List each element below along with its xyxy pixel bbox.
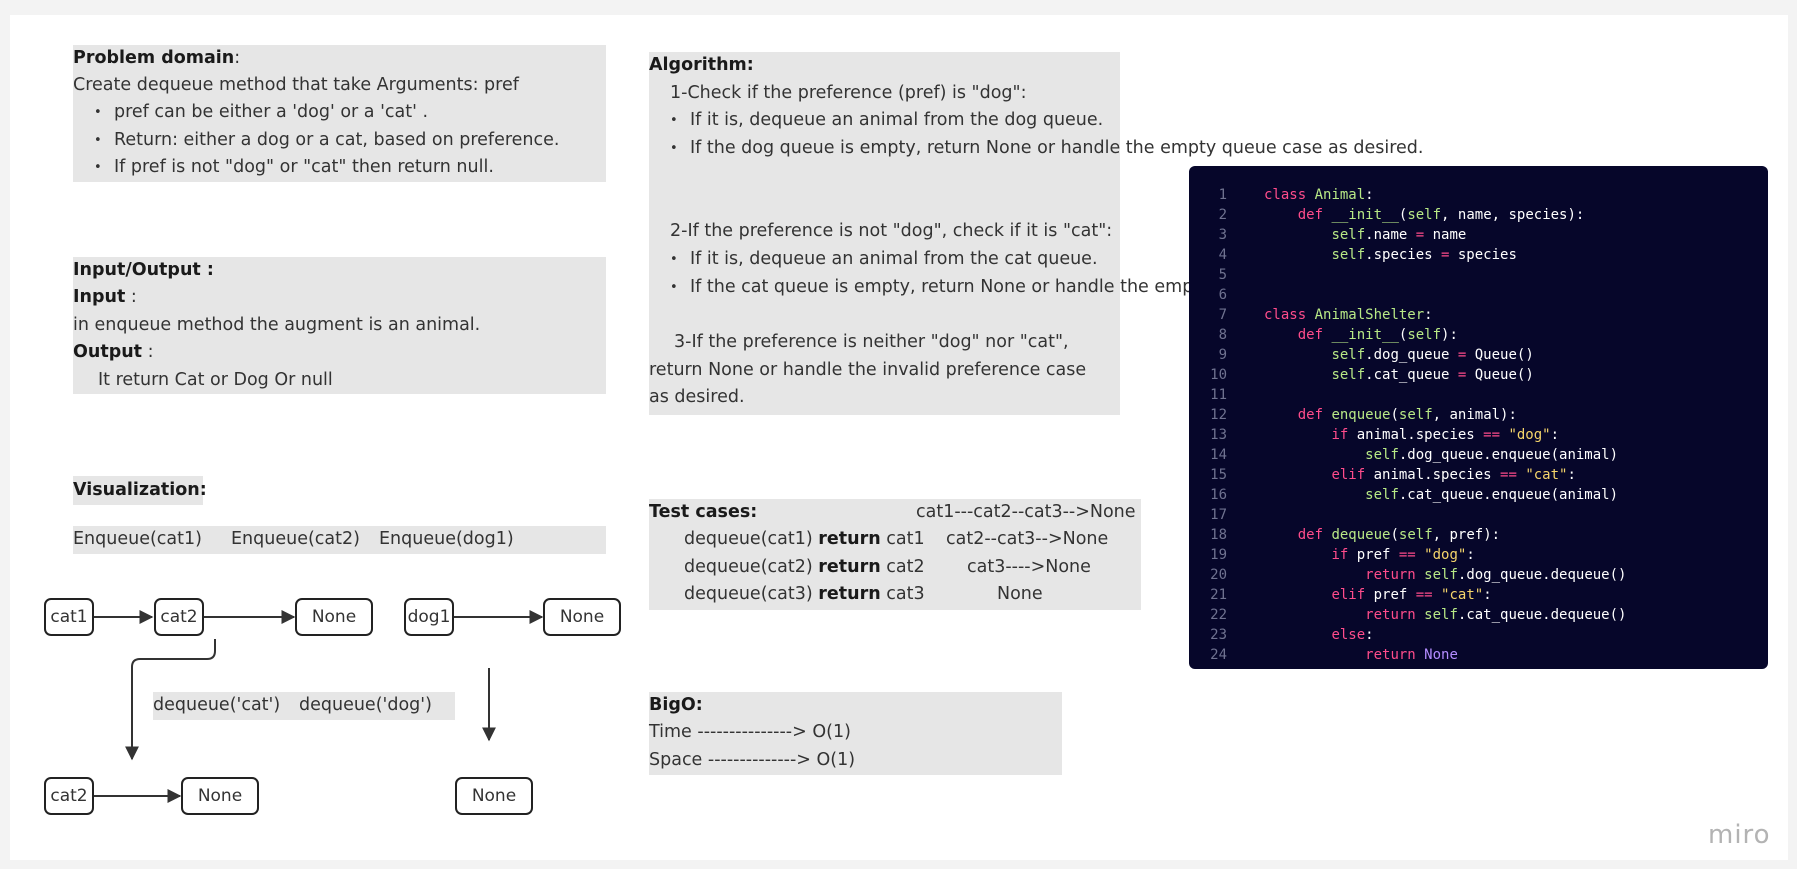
node-dog1: dog1 <box>404 598 454 636</box>
node-none-dog-queue: None <box>543 598 621 636</box>
problem-domain-panel: Problem domain: Create dequeue method th… <box>73 45 606 182</box>
dequeue-label-cat: dequeue('cat') <box>153 695 281 715</box>
test-case-row: dequeue(cat3) return cat3 <box>684 584 925 604</box>
list-item: If pref is not "dog" or "cat" then retur… <box>73 154 559 182</box>
test-cases-initial-state: cat1---cat2--cat3-->None <box>916 502 1136 522</box>
test-case-row: dequeue(cat2) return cat2 <box>684 557 925 577</box>
input-output-panel: Input/Output : Input : in enqueue method… <box>73 257 606 394</box>
diagram-arrows <box>94 610 544 803</box>
test-cases-heading: Test cases: <box>649 502 758 522</box>
problem-domain-intro: Create dequeue method that take Argument… <box>73 75 519 95</box>
node-cat2-after-dequeue: cat2 <box>44 777 94 815</box>
list-item: pref can be either a 'dog' or a 'cat' . <box>73 99 559 127</box>
bigo-heading: BigO: <box>649 695 703 715</box>
list-item: If the dog queue is empty, return None o… <box>649 135 1423 163</box>
bigo-panel: BigO: Time ---------------> O(1) Space -… <box>649 692 1062 775</box>
node-cat2: cat2 <box>154 598 204 636</box>
algorithm-step-2: 2-If the preference is not "dog", check … <box>670 221 1113 241</box>
test-case-state: None <box>997 584 1043 604</box>
enqueue-panel: Enqueue(cat1) Enqueue(cat2) Enqueue(dog1… <box>73 526 606 554</box>
visualization-heading-panel: Visualization: <box>73 476 207 505</box>
node-none-after-dog-dequeue: None <box>455 777 533 815</box>
enqueue-label-dog1: Enqueue(dog1) <box>379 529 514 549</box>
algorithm-step-3: 3-If the preference is neither "dog" nor… <box>649 332 1087 407</box>
node-cat1: cat1 <box>44 598 94 636</box>
bigo-time: Time ---------------> O(1) <box>649 722 851 742</box>
node-none-after-cat-dequeue: None <box>181 777 259 815</box>
input-label: Input <box>73 287 126 307</box>
node-none-cat-queue: None <box>295 598 373 636</box>
enqueue-label-cat1: Enqueue(cat1) <box>73 529 202 549</box>
bigo-space: Space --------------> O(1) <box>649 750 856 770</box>
test-case-state: cat3---->None <box>967 557 1091 577</box>
arrow-dequeue-cat <box>125 639 216 761</box>
algorithm-step-1-bullets: If it is, dequeue an animal from the dog… <box>649 107 1423 163</box>
list-item: If it is, dequeue an animal from the cat… <box>649 246 1119 274</box>
test-case-state: cat2--cat3-->None <box>946 529 1109 549</box>
input-text: in enqueue method the augment is an anim… <box>73 315 481 335</box>
dequeue-label-dog: dequeue('dog') <box>299 695 432 715</box>
output-text: It return Cat or Dog Or null <box>98 370 333 390</box>
list-item: If it is, dequeue an animal from the dog… <box>649 107 1119 135</box>
list-item: If the cat queue is empty, return None o… <box>649 274 1418 302</box>
algorithm-panel: Algorithm: 1-Check if the preference (pr… <box>649 52 1423 415</box>
miro-logo: miro <box>1708 820 1771 850</box>
test-cases-panel: Test cases: cat1---cat2--cat3-->None deq… <box>649 499 1141 610</box>
list-item: Return: either a dog or a cat, based on … <box>73 127 559 155</box>
output-label: Output <box>73 342 143 362</box>
input-output-heading: Input/Output : <box>73 260 214 280</box>
algorithm-heading: Algorithm: <box>649 55 754 75</box>
dequeue-panel: dequeue('cat') dequeue('dog') <box>153 692 455 720</box>
problem-domain-bullets: pref can be either a 'dog' or a 'cat' . … <box>73 99 559 182</box>
algorithm-step-1: 1-Check if the preference (pref) is "dog… <box>670 83 1027 103</box>
test-case-row: dequeue(cat1) return cat1 <box>684 529 925 549</box>
problem-domain-heading: Problem domain <box>73 48 235 68</box>
miro-board: Problem domain: Create dequeue method th… <box>10 15 1788 860</box>
visualization-heading: Visualization: <box>73 480 207 500</box>
enqueue-label-cat2: Enqueue(cat2) <box>231 529 360 549</box>
algorithm-step-2-bullets: If it is, dequeue an animal from the cat… <box>649 246 1418 302</box>
